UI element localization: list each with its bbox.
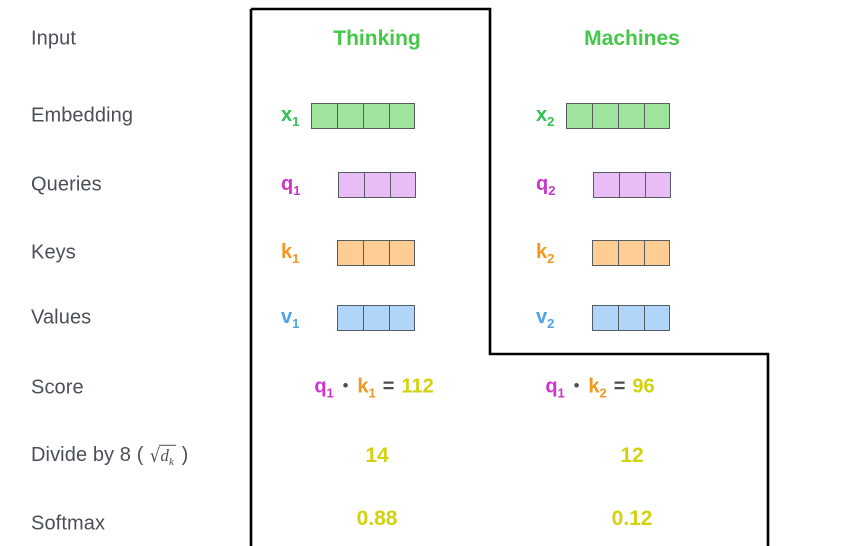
score-q-term: q1 [545,375,565,401]
vector-cell [389,103,416,129]
vector-cells-q1 [338,172,417,198]
vector-cells-x1 [311,103,416,129]
divide-value-2: 12 [620,444,644,467]
vector-cell [363,103,390,129]
row-label-softmax: Softmax [31,512,106,535]
vector-cell [337,240,364,266]
row-label-score: Score [31,376,84,399]
vector-cell [337,305,364,331]
sqrt-dk-math: √dk [149,444,176,468]
vector-cell [619,172,646,198]
vector-label-q2: q2 [536,172,556,198]
vector-cell [593,172,620,198]
score-result-2: 96 [632,375,655,398]
vector-row-key-2: k2 [536,240,671,266]
vector-cell [644,103,671,129]
vector-cell [311,103,338,129]
vector-label-k1: k1 [281,240,300,266]
vector-cell [338,172,365,198]
dot-product-operator-icon: • [573,377,580,395]
vector-cells-v2 [592,305,671,331]
vector-label-v1: v1 [281,305,300,331]
vector-label-v2: v2 [536,305,555,331]
radical-icon: √ [150,444,161,467]
equals-operator: = [382,375,395,398]
vector-row-value-1: v1 [281,305,416,331]
vector-cell [592,103,619,129]
score-result-1: 112 [401,375,434,398]
vector-row-key-1: k1 [281,240,416,266]
vector-cell [618,240,645,266]
score-expression-1: q1 • k1 = 112 [314,376,433,401]
radicand: dk [159,444,176,469]
score-q-term: q1 [314,375,334,401]
vector-row-query-2: q2 [536,172,672,198]
vector-row-value-2: v2 [536,305,671,331]
score-k-term: k2 [588,375,607,401]
vector-label-k2: k2 [536,240,555,266]
vector-cell [618,103,645,129]
divide-label-text: Divide by 8 ( [31,443,144,466]
vector-cell [364,172,391,198]
vector-cells-x2 [566,103,671,129]
vector-cells-k1 [337,240,416,266]
row-label-divide-by-8: Divide by 8 ( √dk ) [31,444,188,468]
vector-row-embedding-1: x1 [281,103,416,129]
row-label-input: Input [31,27,76,50]
score-k-term: k1 [357,375,376,401]
vector-label-q1: q1 [281,172,301,198]
vector-cell [337,103,364,129]
vector-cell [389,240,416,266]
vector-row-query-1: q1 [281,172,417,198]
vector-cell [566,103,593,129]
vector-cell [363,240,390,266]
score-expression-2: q1 • k2 = 96 [545,376,654,401]
math-k-subscript: k [168,456,174,469]
column-header-machines: Machines [584,27,680,50]
vector-label-x1: x1 [281,103,300,129]
row-label-values: Values [31,306,92,329]
vector-cell [644,240,671,266]
vector-cell [592,240,619,266]
row-label-embedding: Embedding [31,104,134,127]
divide-value-1: 14 [365,444,389,467]
vector-cell [645,172,672,198]
vector-label-x2: x2 [536,103,555,129]
math-d: d [160,445,169,465]
vector-cell [644,305,671,331]
vector-cells-v1 [337,305,416,331]
vector-cell [390,172,417,198]
column-header-thinking: Thinking [333,27,421,50]
softmax-value-1: 0.88 [356,507,398,530]
divide-label-close-paren: ) [181,443,189,466]
softmax-value-2: 0.12 [611,507,653,530]
vector-cell [363,305,390,331]
vector-row-embedding-2: x2 [536,103,671,129]
row-label-keys: Keys [31,241,76,264]
vector-cell [592,305,619,331]
vector-cells-k2 [592,240,671,266]
equals-operator: = [613,375,626,398]
row-label-queries: Queries [31,173,102,196]
vector-cell [618,305,645,331]
vector-cells-q2 [593,172,672,198]
vector-cell [389,305,416,331]
dot-product-operator-icon: • [342,377,349,395]
